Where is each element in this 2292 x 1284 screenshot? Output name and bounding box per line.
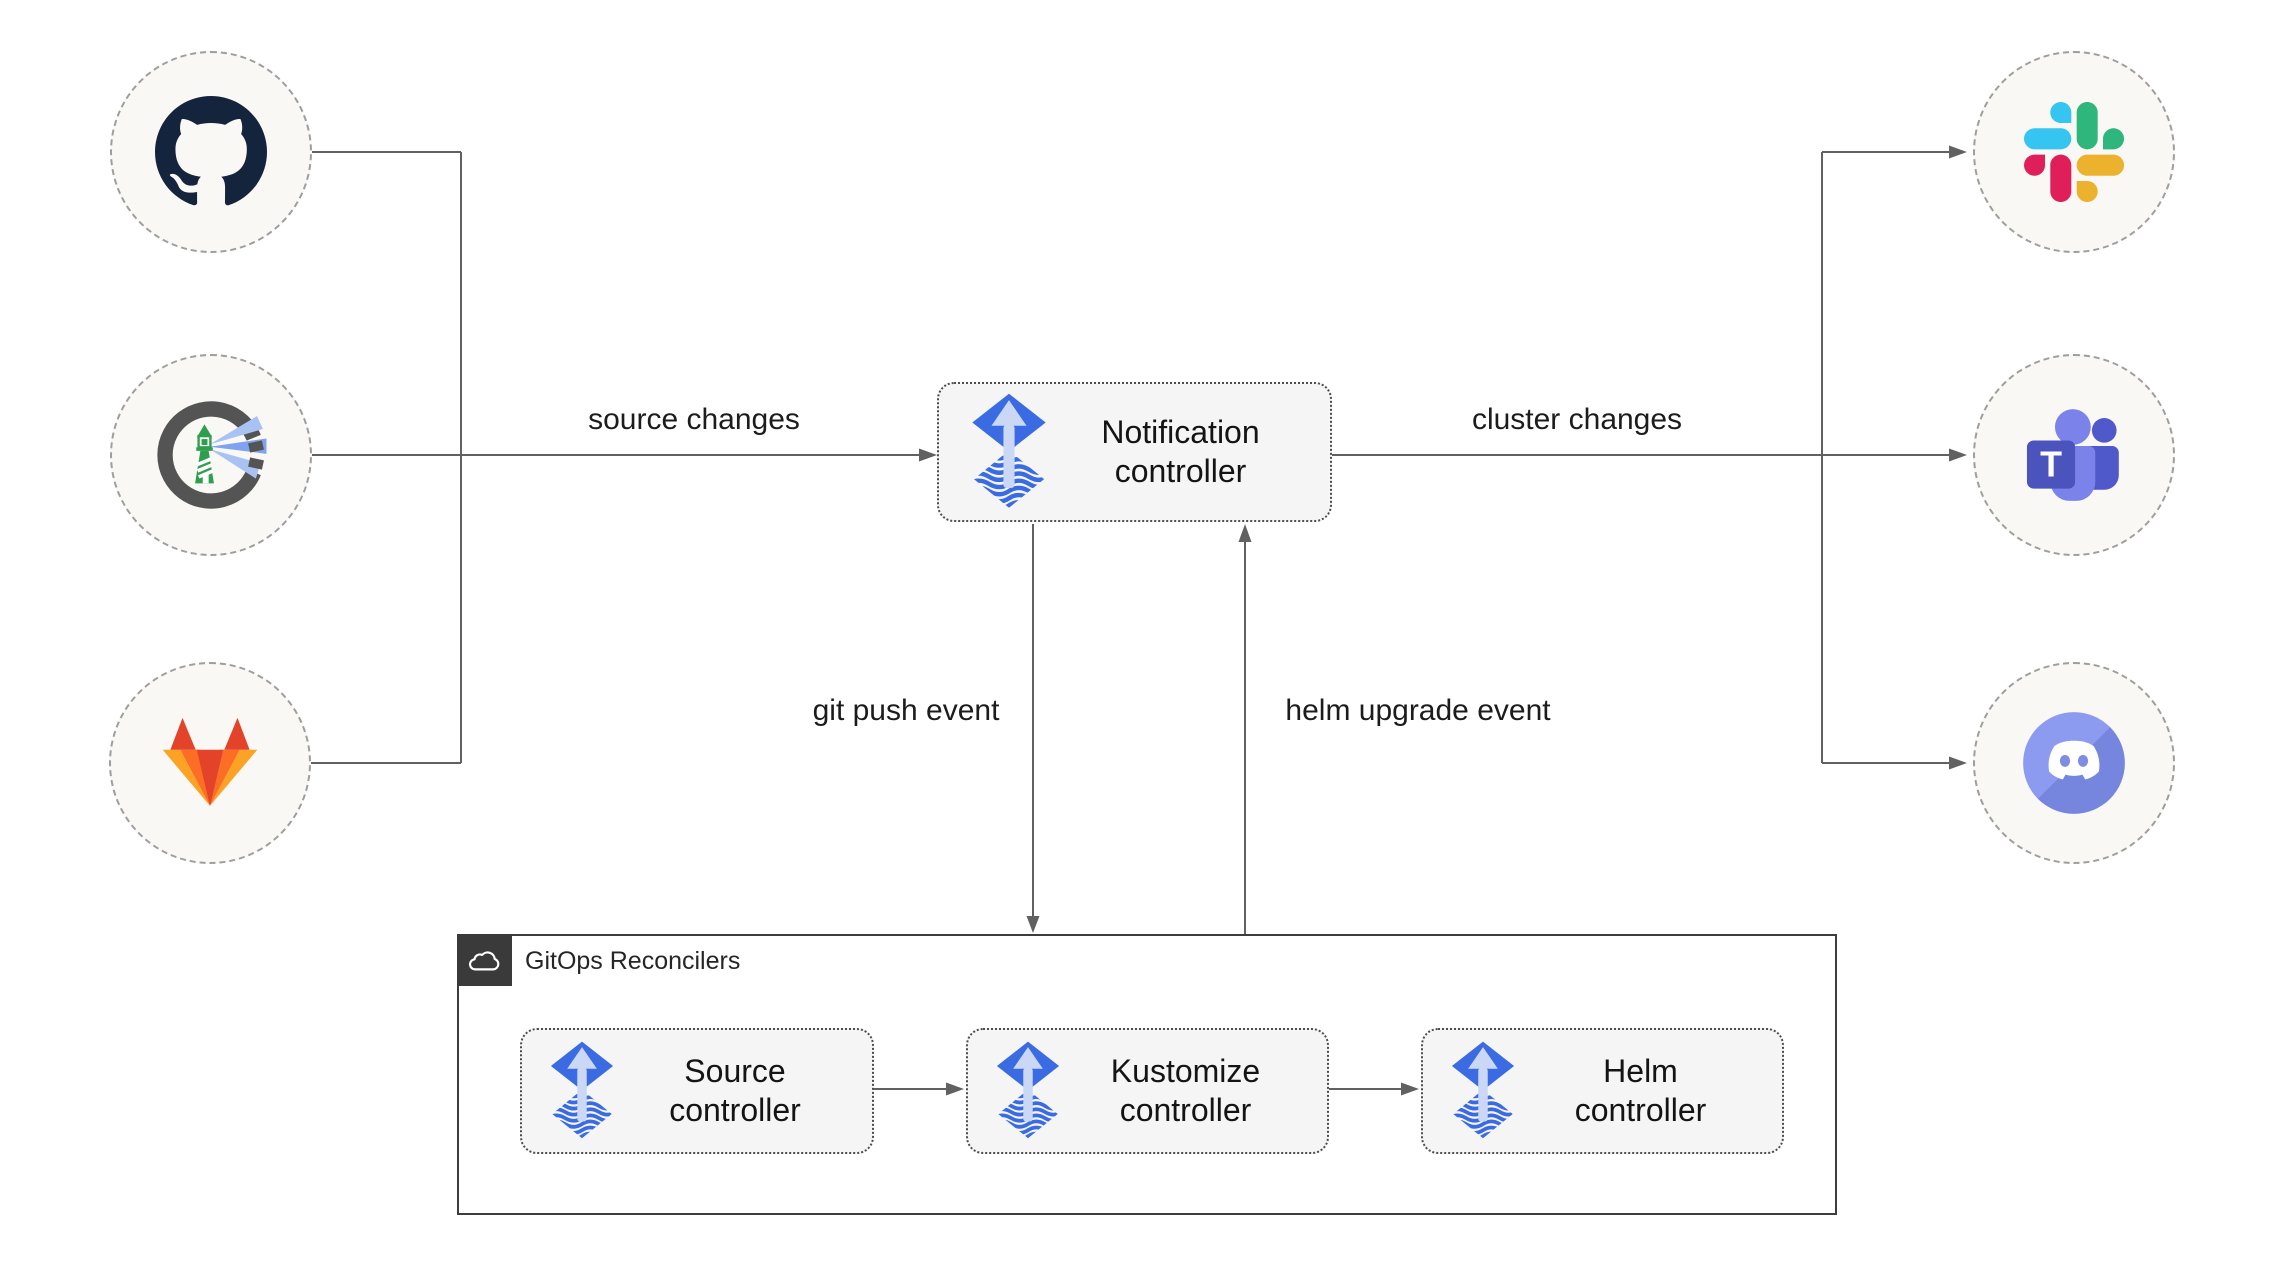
github-icon — [155, 96, 267, 206]
node-harbor — [110, 354, 312, 556]
edge-label-cluster-changes: cluster changes — [1465, 403, 1689, 437]
kustomize-controller-label: Kustomize controller — [1110, 1053, 1261, 1128]
node-notification-controller: Notification controller — [937, 382, 1332, 522]
edge-sources-to-notification — [312, 448, 937, 462]
helm-controller-label: Helm controller — [1574, 1053, 1707, 1128]
edge-label-git-push-event: git push event — [806, 694, 1006, 728]
edge-notification-to-destinations — [1332, 448, 1967, 462]
node-github — [110, 51, 312, 253]
node-label: Helm controller — [1517, 1052, 1782, 1130]
svg-text:T: T — [2040, 444, 2062, 484]
edge-label-helm-upgrade-event: helm upgrade event — [1279, 694, 1557, 728]
edge-helm-upgrade-up — [1238, 524, 1252, 934]
node-label: Kustomize controller — [1062, 1052, 1327, 1130]
edge-label-source-changes: source changes — [582, 403, 806, 437]
node-helm-controller: Helm controller — [1421, 1028, 1784, 1154]
notification-controller-label: Notification controller — [1101, 414, 1260, 489]
node-label: Source controller — [616, 1052, 872, 1130]
teams-icon: T — [2026, 409, 2119, 501]
gitlab-icon — [162, 717, 258, 806]
edge-kustomize-to-helm — [1329, 1082, 1419, 1096]
flux-icon — [548, 1041, 616, 1141]
node-kustomize-controller: Kustomize controller — [966, 1028, 1329, 1154]
flux-icon — [1449, 1041, 1517, 1141]
node-discord — [1973, 662, 2175, 864]
harbor-icon — [157, 401, 267, 509]
edge-to-slack — [1822, 145, 1967, 159]
flux-icon — [969, 393, 1049, 511]
node-slack — [1973, 51, 2175, 253]
node-teams: T — [1973, 354, 2175, 556]
discord-icon — [2023, 712, 2125, 814]
source-controller-label: Source controller — [669, 1053, 801, 1128]
edge-to-discord — [1822, 756, 1967, 770]
group-badge — [457, 934, 512, 986]
edge-source-to-kustomize — [874, 1082, 964, 1096]
node-label: Notification controller — [1049, 413, 1330, 491]
edge-git-push-down — [1026, 524, 1040, 933]
cloud-icon — [468, 951, 499, 971]
group-gitops-reconcilers: GitOps Reconcilers Source controller Kus… — [457, 934, 1837, 1215]
slack-icon — [2024, 102, 2124, 202]
node-gitlab — [109, 662, 311, 864]
group-title: GitOps Reconcilers — [525, 947, 741, 975]
node-source-controller: Source controller — [520, 1028, 874, 1154]
flux-icon — [994, 1041, 1062, 1141]
